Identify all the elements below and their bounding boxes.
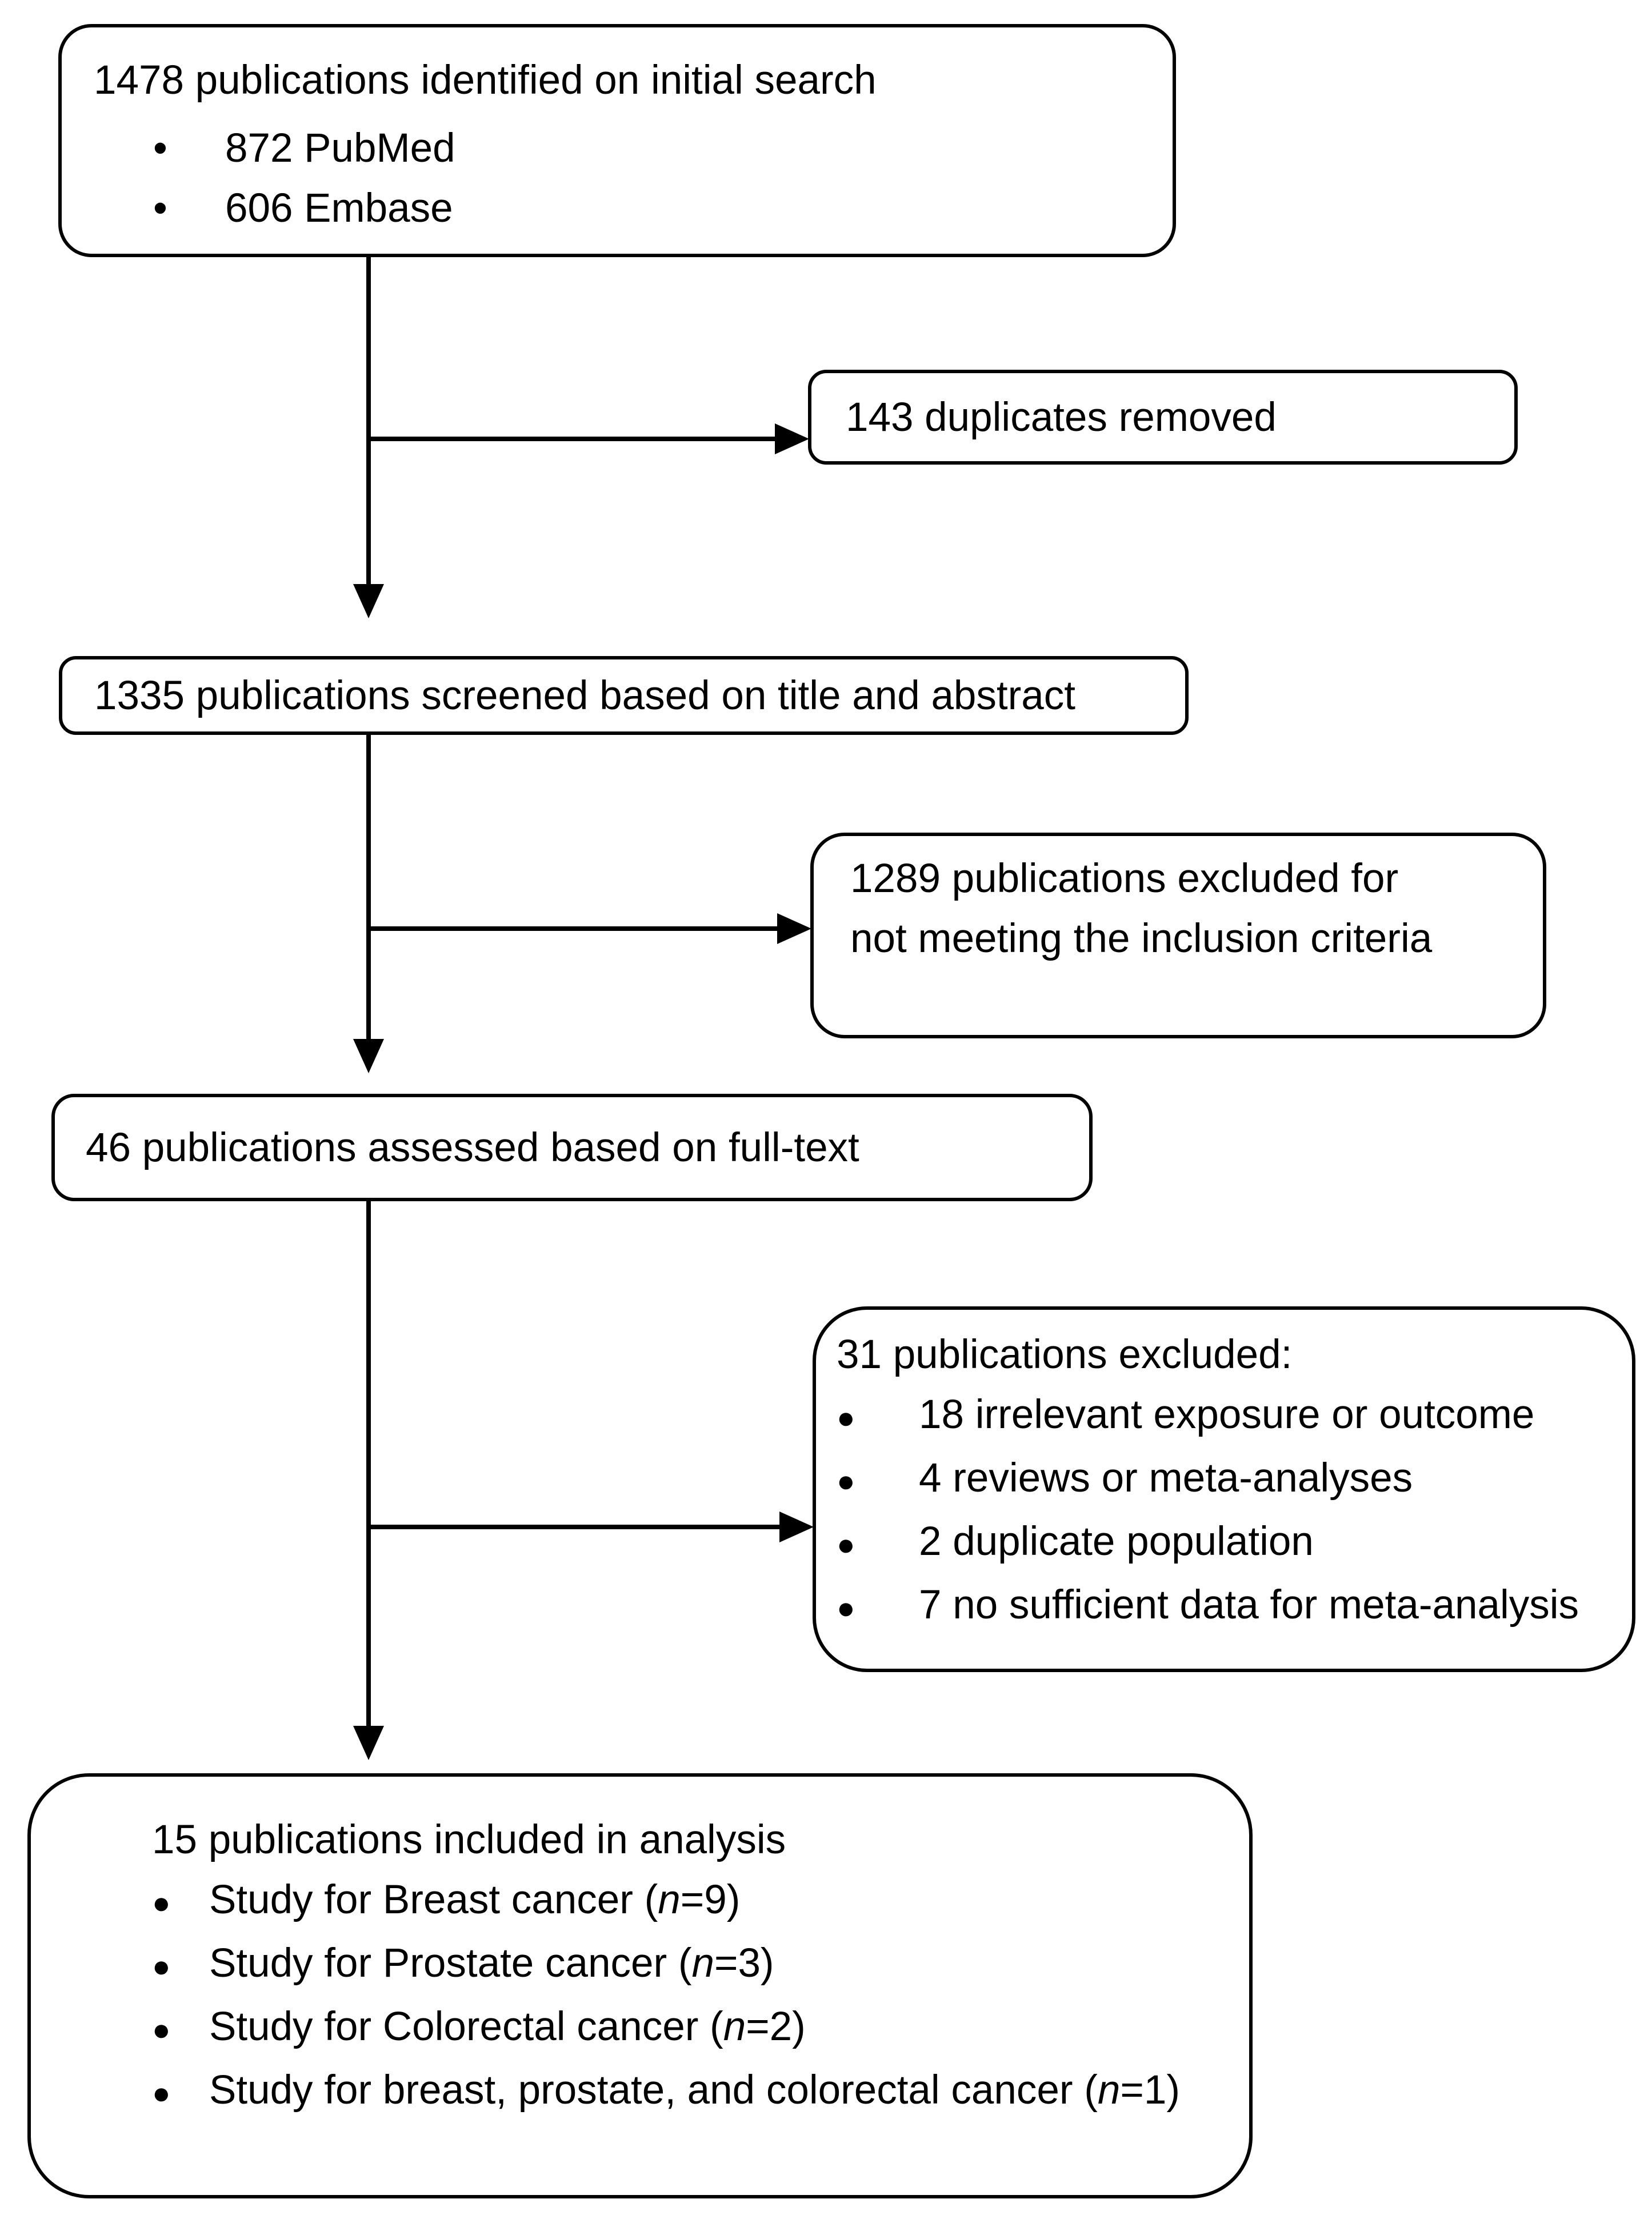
initial-search-list: • 872 PubMed • 606 Embase bbox=[94, 118, 1150, 238]
excluded-fulltext-list: ● 18 irrelevant exposure or outcome ● 4 … bbox=[837, 1385, 1615, 1638]
list-item-breast: ● Study for Breast cancer (n=9) bbox=[152, 1870, 1232, 1933]
list-item-duplicate-population: ● 2 duplicate population bbox=[837, 1512, 1615, 1575]
bullet-icon: ● bbox=[837, 1591, 855, 1625]
connector-branch-2 bbox=[369, 926, 778, 931]
box-excluded-fulltext: 31 publications excluded: ● 18 irrelevan… bbox=[813, 1306, 1635, 1672]
list-item-pubmed: • 872 PubMed bbox=[153, 118, 1150, 178]
list-item-insufficient-data: ● 7 no sufficient data for meta-analysis bbox=[837, 1575, 1615, 1638]
list-item-reviews: ● 4 reviews or meta-analyses bbox=[837, 1448, 1615, 1512]
box-duplicates-removed: 143 duplicates removed bbox=[808, 370, 1518, 465]
list-item-label: 2 duplicate population bbox=[919, 1519, 1314, 1564]
bullet-icon: • bbox=[153, 186, 167, 231]
excluded-screening-line1: 1289 publications excluded for bbox=[850, 856, 1399, 901]
list-item-label: 7 no sufficient data for meta-analysis bbox=[919, 1582, 1579, 1628]
bullet-icon: ● bbox=[837, 1401, 855, 1435]
included-list: ● Study for Breast cancer (n=9) ● Study … bbox=[152, 1870, 1232, 2124]
duplicates-removed-text: 143 duplicates removed bbox=[846, 394, 1277, 440]
arrowhead-right-3 bbox=[779, 1512, 814, 1542]
excluded-fulltext-title: 31 publications excluded: bbox=[837, 1332, 1293, 1377]
box-excluded-screening: 1289 publications excluded for not meeti… bbox=[810, 833, 1546, 1038]
list-item-label: 4 reviews or meta-analyses bbox=[919, 1456, 1413, 1501]
included-title: 15 publications included in analysis bbox=[152, 1817, 786, 1862]
bullet-icon: • bbox=[153, 126, 167, 171]
connector-down-2 bbox=[366, 734, 371, 1040]
list-item-label: Study for Colorectal cancer (n=2) bbox=[209, 2004, 806, 2049]
connector-branch-3 bbox=[369, 1525, 781, 1529]
fulltext-assessed-text: 46 publications assessed based on full-t… bbox=[86, 1125, 859, 1170]
arrowhead-right-1 bbox=[775, 423, 809, 454]
list-item-label: Study for Prostate cancer (n=3) bbox=[209, 1941, 774, 1986]
list-item-label: 18 irrelevant exposure or outcome bbox=[919, 1392, 1535, 1437]
bullet-icon: ● bbox=[152, 1949, 171, 1984]
bullet-icon: ● bbox=[152, 1886, 171, 1920]
excluded-screening-line2: not meeting the inclusion criteria bbox=[850, 916, 1433, 961]
box-fulltext-assessment: 46 publications assessed based on full-t… bbox=[51, 1094, 1093, 1201]
bullet-icon: ● bbox=[152, 2076, 171, 2110]
box-included-analysis: 15 publications included in analysis ● S… bbox=[27, 1773, 1253, 2198]
list-item-irrelevant: ● 18 irrelevant exposure or outcome bbox=[837, 1385, 1615, 1448]
arrowhead-right-2 bbox=[777, 913, 811, 944]
list-item-label: 872 PubMed bbox=[225, 126, 455, 171]
list-item-label: 606 Embase bbox=[225, 186, 453, 231]
arrowhead-down-2 bbox=[353, 1039, 384, 1073]
box-initial-search: 1478 publications identified on initial … bbox=[58, 24, 1176, 257]
screened-text: 1335 publications screened based on titl… bbox=[94, 673, 1076, 718]
list-item-label: Study for breast, prostate, and colorect… bbox=[209, 2068, 1180, 2113]
list-item-embase: • 606 Embase bbox=[153, 178, 1150, 238]
box-title-abstract-screening: 1335 publications screened based on titl… bbox=[59, 656, 1189, 735]
bullet-icon: ● bbox=[837, 1528, 855, 1562]
list-item-combined: ● Study for breast, prostate, and colore… bbox=[152, 2060, 1232, 2124]
initial-search-title: 1478 publications identified on initial … bbox=[94, 58, 877, 103]
list-item-prostate: ● Study for Prostate cancer (n=3) bbox=[152, 1933, 1232, 1997]
bullet-icon: ● bbox=[152, 2013, 171, 2047]
bullet-icon: ● bbox=[837, 1464, 855, 1498]
arrowhead-down-1 bbox=[353, 584, 384, 618]
connector-down-1 bbox=[366, 256, 371, 584]
arrowhead-down-3 bbox=[353, 1726, 384, 1760]
connector-branch-1 bbox=[369, 437, 776, 441]
connector-down-3 bbox=[366, 1200, 371, 1727]
list-item-label: Study for Breast cancer (n=9) bbox=[209, 1877, 741, 1922]
list-item-colorectal: ● Study for Colorectal cancer (n=2) bbox=[152, 1997, 1232, 2060]
